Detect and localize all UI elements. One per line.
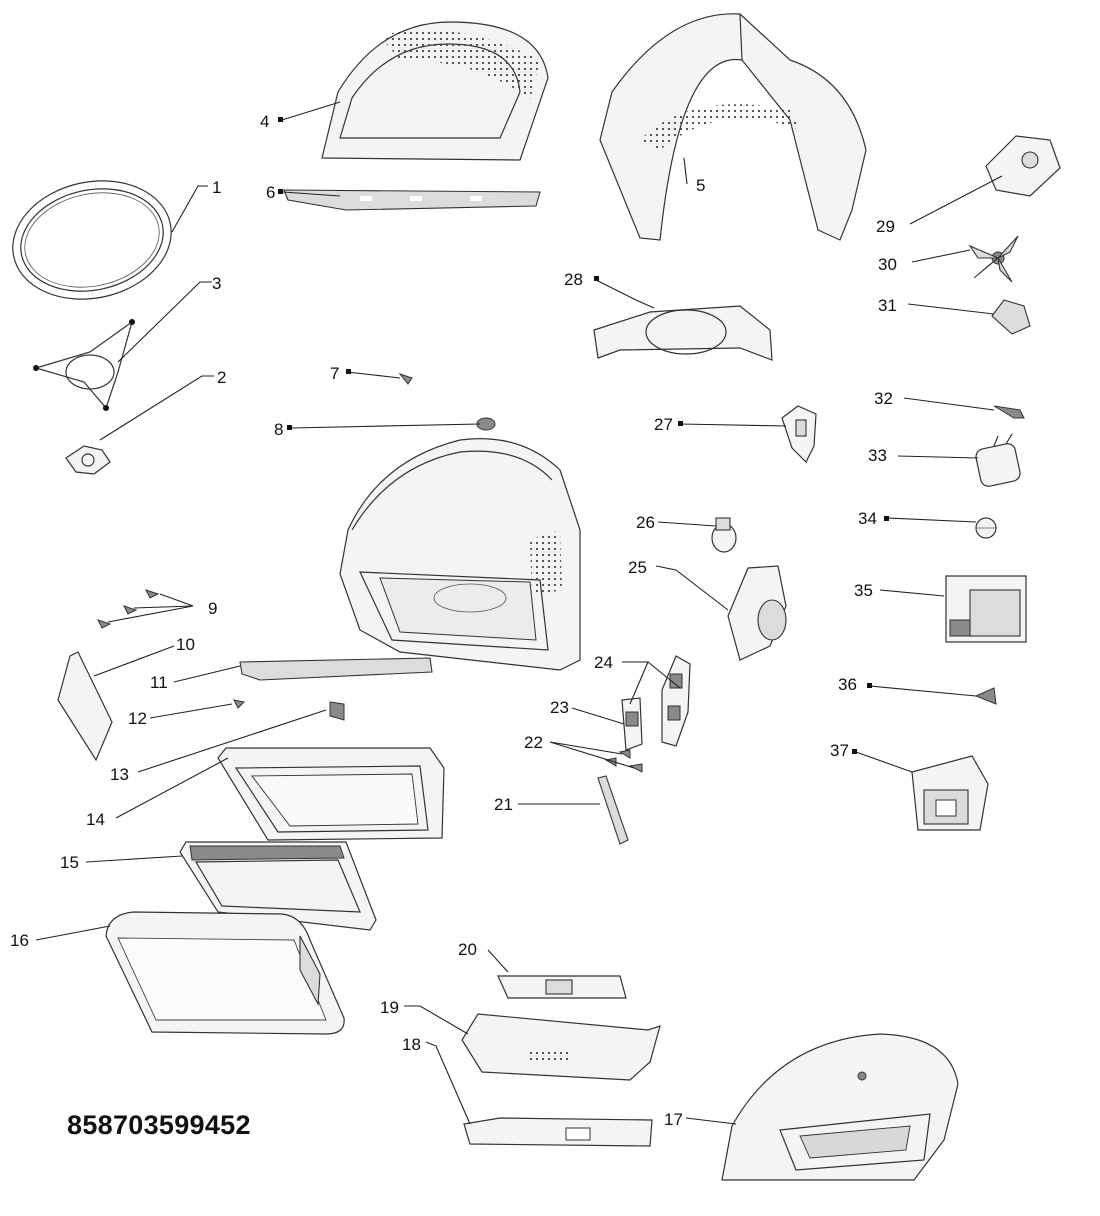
label-part-35: 35 (854, 581, 873, 600)
part-14-door-frame (217, 747, 445, 841)
label-part-30: 30 (878, 255, 897, 274)
part-9-screws (97, 589, 160, 629)
part-11-lower-rail (239, 657, 433, 681)
part-35-magnetron (945, 575, 1027, 643)
part-25-mount-bracket (727, 565, 787, 661)
label-part-9: 9 (208, 599, 217, 618)
label-part-25: 25 (628, 558, 647, 577)
label-part-31: 31 (878, 296, 897, 315)
label-part-16: 16 (10, 931, 29, 950)
label-part-5: 5 (696, 176, 705, 195)
label-part-37: 37 (830, 741, 849, 760)
label-part-23: 23 (550, 698, 569, 717)
part-29-thermal-bracket (985, 135, 1061, 197)
part-7-screw (398, 372, 413, 385)
part-34-thermal-cutout (975, 517, 997, 539)
label-part-34: 34 (858, 509, 877, 528)
label-part-4: 4 (260, 112, 269, 131)
label-part-18: 18 (402, 1035, 421, 1054)
label-part-1: 1 (212, 178, 221, 197)
part-2-coupler (65, 445, 111, 475)
label-part-22: 22 (524, 733, 543, 752)
part-15-door-choke (179, 841, 377, 931)
label-part-26: 26 (636, 513, 655, 532)
part-12-screw (233, 699, 246, 709)
label-part-11: 11 (150, 673, 168, 692)
part-27-switch-bracket (781, 405, 817, 464)
label-part-8: 8 (274, 420, 283, 439)
part-26-lamp (711, 517, 737, 553)
part-37-transformer (911, 755, 989, 831)
label-part-2: 2 (217, 368, 226, 387)
label-part-21: 21 (494, 795, 513, 814)
label-part-24: 24 (594, 653, 613, 672)
label-part-12: 12 (128, 709, 147, 728)
part-23-switch (621, 697, 643, 751)
label-part-15: 15 (60, 853, 79, 872)
label-part-6: 6 (266, 183, 275, 202)
part-21-probe (597, 775, 629, 845)
part-19-control-frame (461, 1013, 661, 1081)
label-part-17: 17 (664, 1110, 683, 1129)
model-number: 858703599452 (67, 1110, 251, 1140)
part-13-latch-hook (329, 701, 345, 721)
part-33-capacitor (975, 433, 1021, 487)
part-1-roller-ring (12, 180, 172, 300)
part-24-switch-holder (661, 655, 691, 747)
label-part-19: 19 (380, 998, 399, 1017)
part-3-roller-support (33, 319, 135, 411)
label-part-7: 7 (330, 364, 339, 383)
label-part-10: 10 (176, 635, 195, 654)
leader-lines (35, 101, 1003, 1125)
label-part-33: 33 (868, 446, 887, 465)
label-part-28: 28 (564, 270, 583, 289)
part-31-motor-clip (991, 299, 1031, 335)
part-5-outer-case (599, 13, 867, 241)
label-markers (278, 117, 889, 754)
label-part-27: 27 (654, 415, 673, 434)
part-18-control-strip (463, 1117, 653, 1147)
label-part-36: 36 (838, 675, 857, 694)
part-28-air-guide (593, 305, 773, 361)
part-30-fan-blade (968, 235, 1019, 283)
main-cavity-assembly (339, 438, 581, 671)
part-16-door-panel (105, 911, 345, 1035)
part-4-front-plate (321, 21, 549, 161)
label-part-13: 13 (110, 765, 129, 784)
label-part-29: 29 (876, 217, 895, 236)
part-36-fuse (974, 687, 997, 705)
part-10-cover-plate (57, 651, 113, 762)
label-part-32: 32 (874, 389, 893, 408)
label-part-14: 14 (86, 810, 105, 829)
part-17-base-plate (721, 1033, 959, 1181)
part-20-control-board (497, 975, 627, 999)
label-part-3: 3 (212, 274, 221, 293)
part-32-screw (993, 405, 1025, 419)
label-part-20: 20 (458, 940, 477, 959)
part-6-bracket (283, 189, 541, 211)
